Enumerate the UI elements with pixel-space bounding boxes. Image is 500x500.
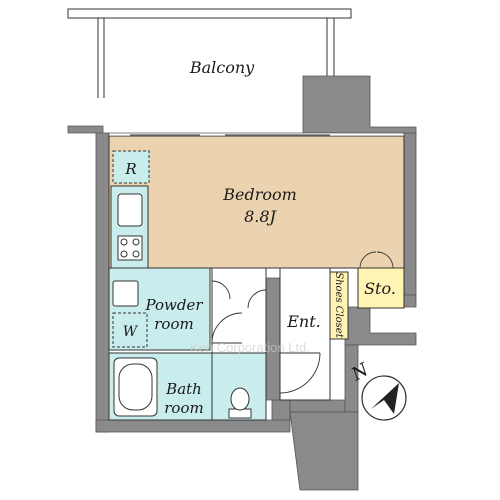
entrance-label: Ent.	[286, 312, 321, 331]
shoes-closet	[329, 271, 349, 340]
balcony-area	[67, 8, 352, 98]
powder-room-label: Powder	[144, 296, 203, 314]
storage-doors-icon	[359, 251, 394, 269]
kitchen-counter	[110, 185, 149, 269]
toilet-icon	[228, 387, 252, 419]
bath-room-label-2: room	[164, 399, 203, 417]
washer-space	[112, 312, 148, 348]
storage-label: Sto.	[364, 279, 396, 298]
entrance-floor	[279, 267, 331, 401]
bedroom-size: 8.8J	[244, 207, 277, 226]
bedroom-floor	[108, 135, 405, 269]
north-arrow-icon	[371, 383, 399, 414]
door-swings	[211, 280, 321, 394]
bedroom-label: Bedroom	[222, 185, 297, 204]
sink-icon	[117, 193, 143, 227]
compass	[361, 375, 407, 421]
storage-floor	[357, 267, 405, 309]
washer-label: W	[123, 324, 139, 340]
refrigerator-space	[112, 150, 150, 184]
balcony-label: Balcony	[189, 58, 255, 77]
powder-room-label-2: room	[154, 315, 193, 333]
washbasin-icon	[112, 280, 139, 307]
hall-floor	[211, 267, 267, 354]
shoes-closet-label: Shoes Closet	[333, 272, 344, 338]
watermark: Ken Corporation Ltd.	[190, 340, 310, 355]
refrigerator-label: R	[124, 160, 136, 178]
bath-room-label: Bath	[165, 380, 202, 398]
